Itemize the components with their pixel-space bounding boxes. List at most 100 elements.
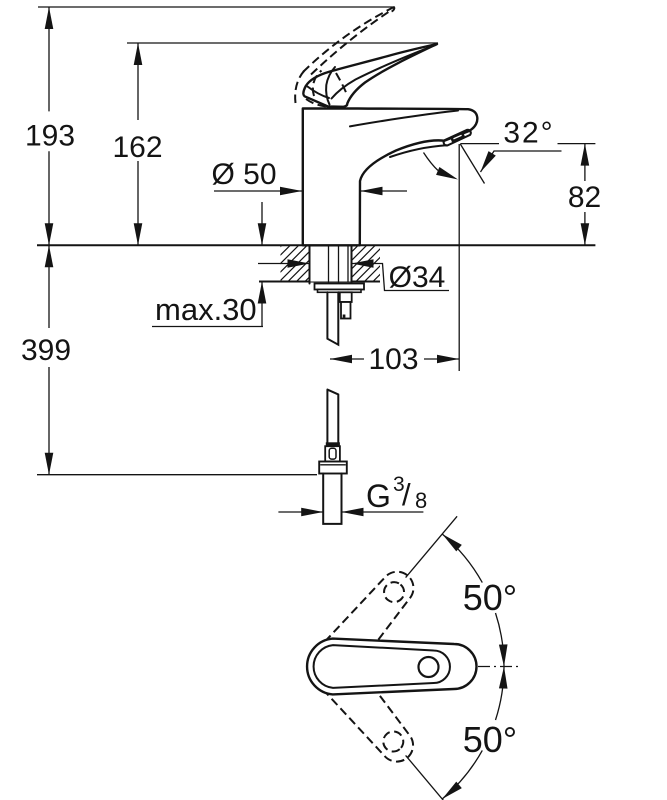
lever-outline (302, 42, 439, 108)
dimension-arrowhead (44, 7, 54, 29)
detail-line (442, 128, 472, 147)
detail-line (306, 85, 330, 99)
part-face (342, 314, 346, 318)
swing-angle-arc: 50° 50° (405, 515, 517, 800)
handle-ghost-upper (311, 570, 415, 686)
dimension-line (405, 754, 444, 800)
dim-label-50deg-upper: 50° (463, 577, 517, 618)
faucet-body (301, 107, 479, 247)
dim-label-dia34: Ø34 (389, 261, 446, 294)
dim-label-g-den: 8 (415, 488, 427, 513)
circle-detail (383, 581, 406, 604)
detail-line (326, 291, 340, 347)
dimension-arrowhead (257, 281, 267, 304)
lever-handle-side (302, 42, 439, 108)
dim-label-82: 82 (568, 181, 601, 214)
dim-under-counter-depth: 399 (21, 245, 71, 475)
supply-pipe-lower (318, 388, 348, 525)
dim-label-32deg: 32° (503, 117, 554, 150)
dimension-arrowhead (360, 186, 383, 196)
dashed-ghost-line (311, 570, 415, 686)
connection-nut (318, 460, 348, 475)
mounting-nut (338, 291, 353, 303)
dim-label-399: 399 (21, 334, 71, 367)
side-view: 193 162 399 82 Ø 50 (21, 6, 601, 525)
dimension-arrowhead (498, 644, 509, 667)
handle-inner-contour (312, 644, 451, 689)
dim-label-max30: max.30 (155, 292, 257, 327)
dimension-arrowhead (341, 507, 364, 517)
supply-pipe-upper (326, 291, 340, 347)
body-and-spout-outline (301, 107, 479, 247)
detail-line (308, 244, 353, 285)
dim-label-g-num: 3 (393, 473, 405, 496)
dim-label-dia50: Ø 50 (211, 158, 276, 191)
detail-line (322, 472, 343, 525)
dashed-ghost-line (294, 67, 308, 104)
dashed-ghost-line (335, 72, 348, 96)
dimension-arrowhead (439, 781, 462, 800)
handle-button (417, 655, 440, 679)
dimension-arrowhead (133, 43, 143, 65)
dashed-ghost-line (311, 647, 415, 763)
detail-line (326, 388, 340, 444)
dimension-arrowhead (580, 223, 590, 246)
circle-detail (382, 730, 405, 753)
dim-spray-angle: 32° (422, 117, 596, 371)
dim-label-50deg-lower: 50° (463, 719, 517, 760)
dim-body-diameter: Ø 50 (211, 158, 407, 196)
dimension-arrowhead (257, 223, 267, 246)
horseshoe-flange (313, 282, 365, 291)
dashed-ghost-line (311, 69, 323, 97)
mousseur-outlet (450, 131, 465, 143)
dimension-arrowhead (436, 166, 460, 184)
detail-line (325, 66, 336, 106)
top-view: 50° 50° (305, 515, 521, 800)
dashed-ghost-line (391, 7, 396, 13)
spout-crease-line (349, 109, 459, 128)
mounting-shank (308, 244, 365, 320)
dim-connection-thread: G 3 / 8 (278, 473, 427, 517)
handle-top-view (305, 637, 478, 696)
part-face (325, 442, 340, 447)
dimension-arrowhead (44, 452, 54, 475)
dimension-arrowhead (44, 245, 54, 268)
dim-spout-reach: 103 (330, 343, 459, 376)
dim-hole-diameter: Ø34 (258, 259, 449, 294)
dimension-line (459, 143, 486, 184)
dim-label-g: G (366, 478, 391, 514)
dim-label-g-slash: / (402, 477, 411, 512)
aerator (442, 128, 472, 147)
dashed-ghost-line (302, 6, 395, 73)
dimension-arrowhead (580, 143, 590, 166)
dim-total-height: 193 (25, 7, 75, 246)
dimension-line (405, 515, 458, 579)
dim-label-193: 193 (25, 120, 75, 153)
mounting-stud (340, 301, 352, 320)
dimension-arrowhead (498, 666, 509, 689)
dimension-line (422, 152, 439, 171)
dimension-arrowhead (133, 223, 143, 246)
dashed-ghost-line (310, 9, 393, 76)
dim-label-103: 103 (368, 343, 418, 376)
dimension-arrowhead (301, 507, 324, 517)
lever-raised-dashed (294, 6, 396, 109)
part-face (309, 245, 352, 282)
part-face (328, 447, 337, 460)
dimension-arrowhead (437, 354, 459, 364)
dimension-arrowhead (280, 186, 302, 196)
dimension-arrowhead (476, 151, 496, 175)
dashed-ghost-line (305, 98, 342, 109)
dim-deck-thickness: max.30 (152, 202, 267, 328)
dim-label-162: 162 (112, 131, 162, 164)
detail-line (330, 44, 436, 100)
dimension-arrowhead (330, 354, 352, 364)
dim-body-height: 162 (112, 43, 163, 246)
dimension-line (327, 245, 349, 284)
handle-outer-outline (305, 637, 478, 696)
dimension-arrowhead (44, 223, 54, 246)
spout-lower-seam (389, 144, 448, 158)
handle-ghost-lower (311, 647, 415, 763)
